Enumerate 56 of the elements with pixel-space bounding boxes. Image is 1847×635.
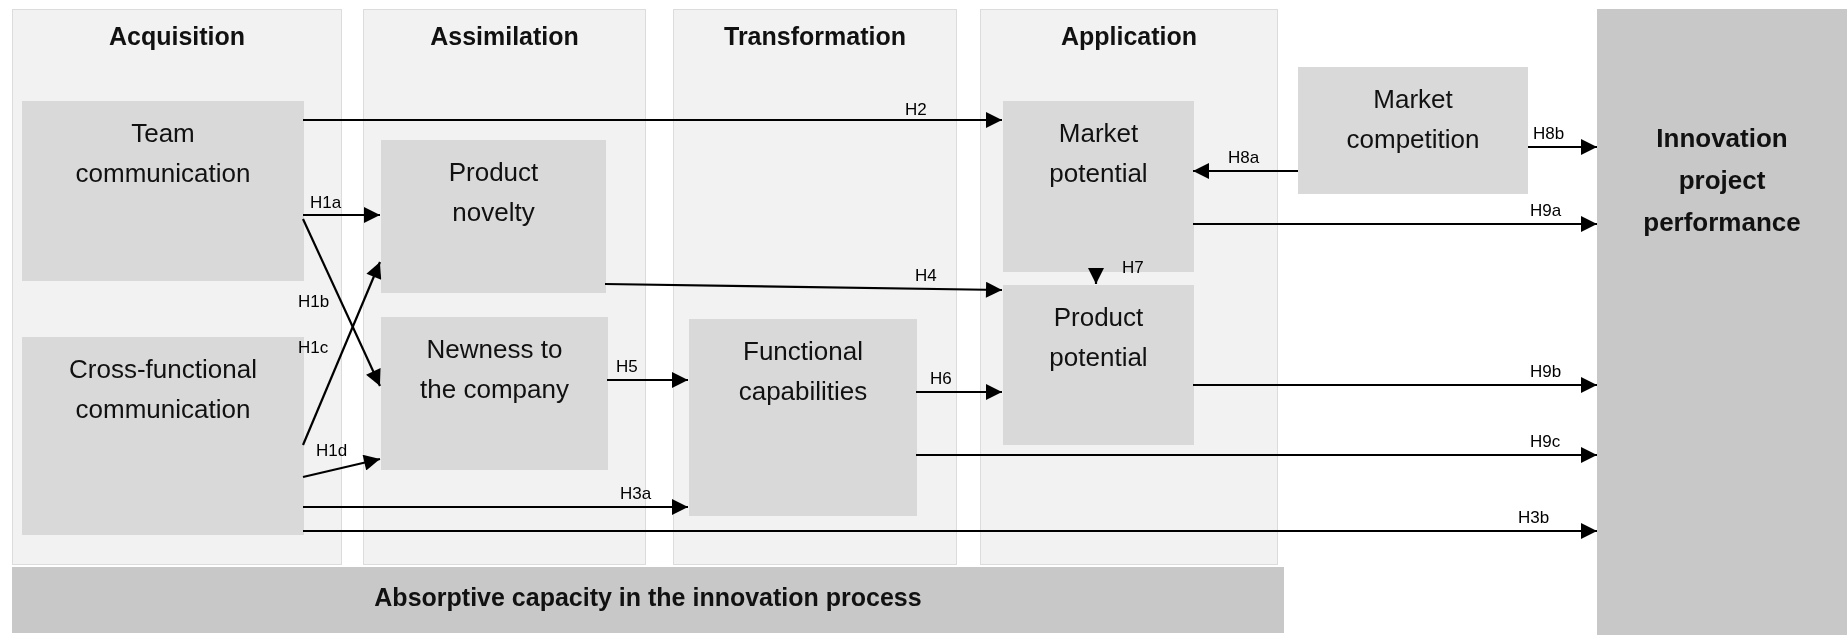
edge-label: H2	[905, 100, 927, 120]
edge-label: H7	[1122, 258, 1144, 278]
arrow	[302, 454, 381, 479]
edge-label: H5	[616, 357, 638, 377]
edge-label: H3b	[1518, 508, 1550, 528]
stage-heading: Assimilation	[429, 21, 580, 52]
arrow	[916, 447, 1597, 463]
edge-label: H1a	[310, 193, 342, 213]
stage-heading: Acquisition	[107, 21, 247, 52]
construct-box	[1298, 67, 1528, 194]
node-label: Product novelty	[447, 156, 540, 229]
stage-column	[673, 9, 957, 565]
edge-label: H1b	[298, 292, 330, 312]
arrow	[303, 523, 1597, 539]
edge-label: H1c	[298, 338, 329, 358]
arrow	[1528, 139, 1597, 155]
arrow	[605, 281, 1002, 298]
arrow	[607, 372, 688, 388]
arrow	[1193, 163, 1298, 179]
stage-heading: Application	[1059, 21, 1199, 52]
stage-column	[980, 9, 1278, 565]
arrow	[1088, 268, 1104, 284]
construct-box	[381, 317, 608, 470]
arrow	[303, 112, 1002, 128]
node-label: Functional capabilities	[737, 335, 869, 408]
node-label: Absorptive capacity in the innovation process	[373, 582, 923, 613]
node-label: Newness to the company	[419, 333, 570, 406]
node-label: Market competition	[1345, 83, 1481, 156]
edge-label: H8a	[1228, 148, 1260, 168]
edge-label: H8b	[1533, 124, 1565, 144]
node-label: Team communication	[74, 117, 252, 190]
edge-label: H4	[915, 266, 937, 286]
arrow	[302, 261, 382, 446]
construct-box	[381, 140, 606, 293]
edge-label: H9c	[1530, 432, 1561, 452]
edge-label: H9a	[1530, 201, 1562, 221]
edge-label: H9b	[1530, 362, 1562, 382]
edge-label: H6	[930, 369, 952, 389]
arrow	[1193, 377, 1597, 393]
edge-label: H3a	[620, 484, 652, 504]
construct-box	[689, 319, 917, 516]
construct-box	[1003, 101, 1194, 272]
node-label: Innovation project performance	[1642, 122, 1802, 239]
node-label: Product potential	[1048, 301, 1149, 374]
node-label: Market potential	[1048, 117, 1149, 190]
construct-box	[1003, 285, 1194, 445]
arrow	[302, 218, 381, 387]
construct-box	[22, 101, 304, 281]
arrow	[1193, 216, 1597, 232]
edge-label: H1d	[316, 441, 348, 461]
arrow	[916, 384, 1002, 400]
stage-heading: Transformation	[723, 21, 907, 52]
outcome-box	[1597, 9, 1847, 635]
process-band	[12, 567, 1284, 633]
arrow	[303, 207, 380, 223]
arrow	[303, 499, 688, 515]
